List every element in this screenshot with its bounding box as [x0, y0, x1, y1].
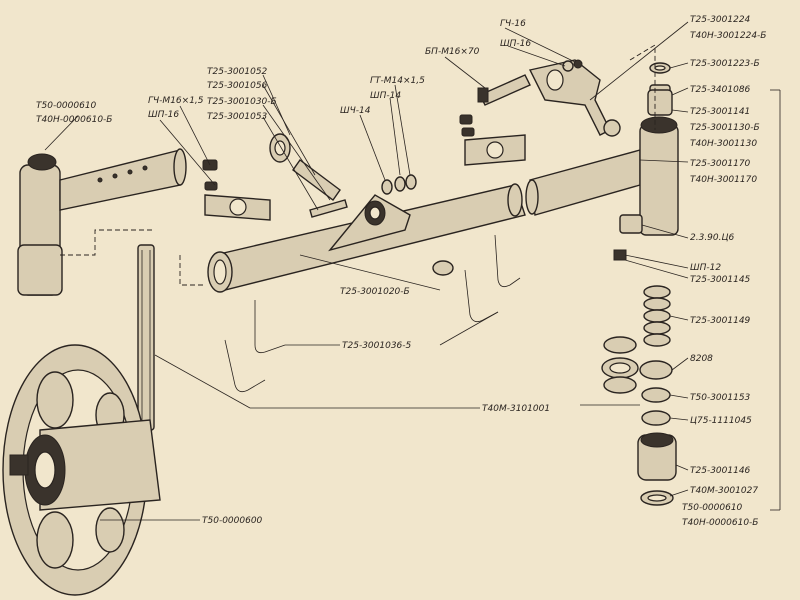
- label-t25-3001141: Т25-3001141: [690, 107, 750, 117]
- label-shp-12: ШП-12: [690, 263, 721, 273]
- label-t40m-3001027: Т40М-3001027: [690, 486, 758, 496]
- label-2-3-90-c6: 2.3.90.Ц6: [690, 233, 734, 243]
- left-clamp: [202, 159, 271, 221]
- label-bearing-8208: 8208: [690, 354, 713, 364]
- dash-left-beam: [179, 255, 205, 286]
- label-t40n-3001224-b: Т40Н-3001224-Б: [690, 31, 766, 41]
- wheel-hub: [2, 344, 161, 596]
- label-t40m-3101001: Т40М-3101001: [482, 404, 550, 414]
- pivot-pin: [269, 133, 348, 218]
- label-t25-3001149: Т25-3001149: [690, 316, 751, 326]
- label-t40n-3001130: Т40Н-3001130: [690, 139, 757, 149]
- label-t25-3001223-b: Т25-3001223-Б: [690, 59, 760, 69]
- label-shp-16-right: ШП-16: [500, 39, 531, 49]
- spline-shaft: [137, 244, 155, 431]
- label-t50-0000610-top: Т50-0000610: [36, 101, 97, 111]
- label-bp-m16x70: БП-М16×70: [425, 47, 480, 57]
- label-t25-3001020-b: Т25-3001020-Б: [340, 287, 410, 297]
- label-t25-3001146: Т25-3001146: [690, 466, 751, 476]
- label-t25-3001130-b: Т25-3001130-Б: [690, 123, 760, 133]
- label-gt-m14: ГТ-М14×1,5: [370, 76, 425, 86]
- label-t50-0000610-bottom: Т50-0000610: [682, 503, 743, 513]
- label-t25-3001052: Т25-3001052: [207, 67, 268, 77]
- dash-right: [629, 44, 656, 130]
- upper-washers: [647, 62, 673, 116]
- label-t40n-0000610-b-bottom: Т40Н-0000610-Б: [682, 518, 758, 528]
- u-bolts: [224, 234, 521, 393]
- label-sh4-14: ШЧ-14: [340, 106, 371, 116]
- label-gch-m16: ГЧ-М16×1,5: [148, 96, 204, 106]
- label-shp-14: ШП-14: [370, 91, 401, 101]
- label-t25-3001036-5: Т25-3001036-5: [342, 341, 412, 351]
- label-t25-3401086: Т25-3401086: [690, 85, 751, 95]
- lower-sleeve: [637, 432, 677, 506]
- label-gch-16: ГЧ-16: [500, 19, 526, 29]
- dash-left: [60, 229, 155, 256]
- label-t25-3001145: Т25-3001145: [690, 275, 751, 285]
- label-shp-16-left: ШП-16: [148, 110, 179, 120]
- label-t40n-3001170: Т40Н-3001170: [690, 175, 757, 185]
- label-c75-1111045: Ц75-1111045: [690, 416, 752, 426]
- steering-arm: [477, 59, 621, 137]
- label-t25-3001170: Т25-3001170: [690, 159, 751, 169]
- label-t50-3001153: Т50-3001153: [690, 393, 751, 403]
- right-stub-axle: [525, 116, 679, 261]
- bearing-8208: [601, 336, 673, 426]
- label-t50-0000600: Т50-0000600: [202, 516, 263, 526]
- front-axle-beam: [207, 183, 526, 293]
- label-t40n-0000610-b-top: Т40Н-0000610-Б: [36, 115, 112, 125]
- leader-lines: [44, 21, 781, 521]
- left-stub-axle: [17, 148, 187, 296]
- label-t25-3001224: Т25-3001224: [690, 15, 751, 25]
- beam-washers: [381, 174, 454, 276]
- label-t25-3001056: Т25-3001056: [207, 81, 268, 91]
- right-clamp: [459, 114, 526, 166]
- label-t25-3001053: Т25-3001053: [207, 112, 268, 122]
- label-t25-3001030-b: Т25-3001030-Б: [207, 97, 277, 107]
- spring-stack: [643, 285, 671, 347]
